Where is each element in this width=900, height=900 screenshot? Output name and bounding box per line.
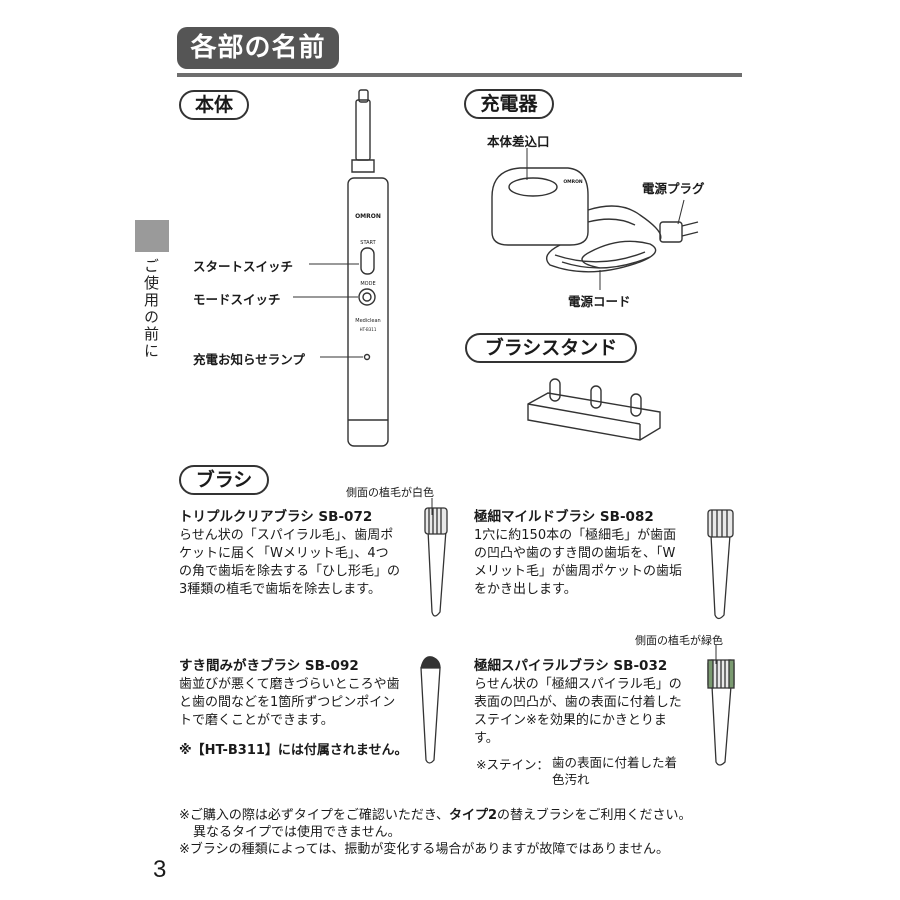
- charger-brand: OMRON: [563, 180, 583, 185]
- brush-head-sb092: [420, 656, 441, 764]
- page-title: 各部の名前: [177, 27, 339, 69]
- brush-head-sb072: [424, 507, 448, 617]
- brush-head-sb082: [707, 509, 734, 620]
- footer-note-1-type: タイプ2: [448, 808, 498, 823]
- section-label-brush: ブラシ: [179, 465, 269, 495]
- device-model-no: HT-B311: [359, 327, 377, 332]
- footer-note-1-c: の替えブラシをご利用ください。: [497, 808, 692, 823]
- brush-text-sb072: らせん状の「スパイラル毛」、歯周ポケットに届く「Wメリット毛」、4つの角で歯垢を…: [179, 528, 401, 597]
- toothbrush-illustration: [347, 89, 389, 447]
- brush-head-sb032: [707, 659, 735, 766]
- footnote-stain-mark: ※ステイン：: [476, 757, 549, 772]
- footnote-stain-text: 歯の表面に付着した着色汚れ: [552, 755, 678, 787]
- device-model-name: Mediclean: [355, 318, 381, 324]
- device-start-text: START: [360, 240, 376, 246]
- footer-note-1-a: ※ご購入の際は必ずタイプをご確認いただき、: [179, 808, 449, 823]
- charger-illustration: [491, 167, 699, 273]
- label-inlet: 本体差込口: [487, 134, 550, 149]
- device-mode-text: MODE: [360, 281, 376, 287]
- label-start-switch: スタートスイッチ: [193, 259, 294, 274]
- section-label-charger: 充電器: [464, 89, 554, 119]
- note-white-bristle: 側面の植毛が白色: [346, 486, 434, 499]
- side-tab-label: ご使用の前に: [142, 258, 160, 360]
- brush-title-sb072: トリプルクリアブラシ SB-072: [179, 509, 373, 525]
- note-green-bristle: 側面の植毛が緑色: [635, 634, 723, 647]
- brush-stand-illustration: [527, 378, 661, 441]
- brush-title-sb092: すき間みがきブラシ SB-092: [179, 658, 359, 674]
- title-rule: [177, 73, 742, 77]
- device-brand: OMRON: [355, 213, 381, 220]
- brush-title-sb082: 極細マイルドブラシ SB-082: [474, 509, 654, 525]
- leader-plug: [677, 199, 685, 225]
- brush-title-sb032: 極細スパイラルブラシ SB-032: [474, 658, 668, 674]
- label-plug: 電源プラグ: [642, 181, 705, 196]
- section-label-body: 本体: [179, 90, 249, 120]
- brush-text-sb032: らせん状の「極細スパイラル毛」の表面の凹凸が、歯の表面に付着したステイン※を効果…: [474, 677, 682, 746]
- footer-note-1: ※ご購入の際は必ずタイプをご確認いただき、タイプ2の替えブラシをご利用ください。: [179, 807, 692, 824]
- label-cord: 電源コード: [568, 294, 631, 309]
- section-label-brush-stand: ブラシスタンド: [465, 333, 637, 363]
- label-mode-switch: モードスイッチ: [193, 292, 281, 307]
- side-tab-marker: [135, 220, 169, 252]
- page-number: 3: [153, 856, 167, 883]
- brush-text-sb082: 1穴に約150本の「極細毛」が歯面の凹凸や歯のすき間の歯垢を、「Wメリット毛」が…: [474, 528, 683, 597]
- footer-note-2: 異なるタイプでは使用できません。: [193, 825, 401, 840]
- brush-text-sb092: 歯並びが悪くて磨きづらいところや歯と歯の間などを1箇所ずつピンポイントで磨くこと…: [179, 677, 400, 728]
- brush-caveat-sb092: ※【HT-B311】には付属されません。: [179, 743, 408, 758]
- label-charge-lamp: 充電お知らせランプ: [193, 352, 305, 367]
- footer-note-3: ※ブラシの種類によっては、振動が変化する場合がありますが故障ではありません。: [179, 842, 669, 857]
